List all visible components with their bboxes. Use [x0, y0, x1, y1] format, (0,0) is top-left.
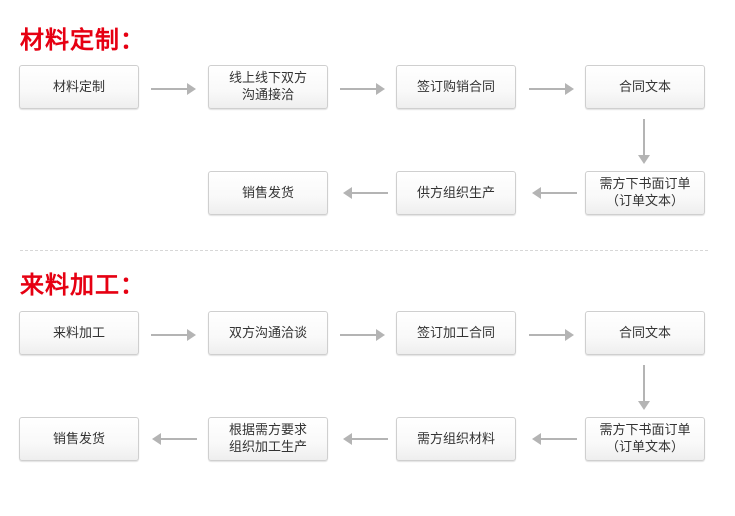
arrow-left-icon	[343, 433, 388, 445]
arrow-left-icon	[152, 433, 197, 445]
flow-node-material-customization: 材料定制	[19, 65, 139, 109]
flow-node-sign-purchase-contract: 签订购销合同	[396, 65, 516, 109]
arrow-down-icon	[638, 119, 650, 164]
arrow-right-icon	[340, 329, 385, 341]
flow-node-contract-text: 合同文本	[585, 65, 705, 109]
arrow-left-icon	[343, 187, 388, 199]
flow-node-sign-processing-contract: 签订加工合同	[396, 311, 516, 355]
flow-node-supplier-production: 供方组织生产	[396, 171, 516, 215]
section-divider	[20, 250, 708, 251]
section-title-material-processing: 来料加工：	[20, 271, 145, 299]
arrow-left-icon	[532, 433, 577, 445]
flow-node-contract-text: 合同文本	[585, 311, 705, 355]
flow-node-material-processing: 来料加工	[19, 311, 139, 355]
arrow-right-icon	[151, 329, 196, 341]
flow-node-written-order: 需方下书面订单 （订单文本）	[585, 171, 705, 215]
flow-node-negotiation: 双方沟通洽谈	[208, 311, 328, 355]
arrow-down-icon	[638, 365, 650, 410]
flow-node-sales-shipping: 销售发货	[208, 171, 328, 215]
flow-node-online-offline-contact: 线上线下双方 沟通接洽	[208, 65, 328, 109]
arrow-right-icon	[529, 83, 574, 95]
arrow-left-icon	[532, 187, 577, 199]
flow-node-organize-processing: 根据需方要求 组织加工生产	[208, 417, 328, 461]
arrow-right-icon	[340, 83, 385, 95]
arrow-right-icon	[151, 83, 196, 95]
section-title-material-customization: 材料定制：	[20, 26, 145, 54]
arrow-right-icon	[529, 329, 574, 341]
flow-node-written-order: 需方下书面订单 （订单文本）	[585, 417, 705, 461]
flow-node-sales-shipping: 销售发货	[19, 417, 139, 461]
flow-node-buyer-organize-materials: 需方组织材料	[396, 417, 516, 461]
